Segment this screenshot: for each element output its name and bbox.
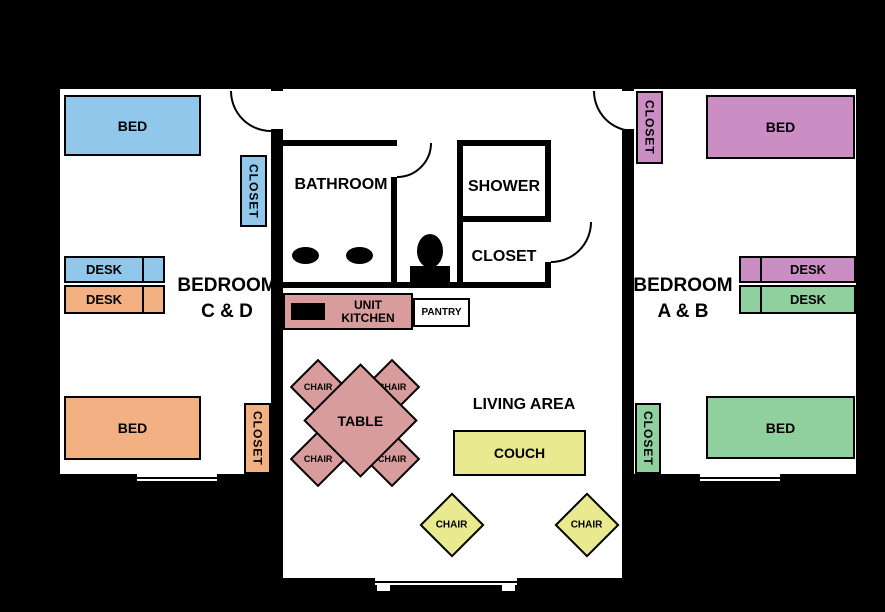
closet-bedroom-cd-bottom: CLOSET: [244, 403, 271, 474]
entry-threshold: [375, 581, 517, 583]
doorway-bedroom-ab: [622, 91, 634, 129]
bed-label: BED: [765, 419, 796, 436]
closet-bedroom-ab-bottom: CLOSET: [635, 403, 661, 474]
hall-closet-label: CLOSET: [471, 248, 537, 265]
bed-bedroom-ab-top: BED: [706, 95, 855, 159]
desk-return: [741, 258, 762, 281]
wall-shower-closet-divider: [457, 216, 551, 222]
closet-bedroom-ab-top: CLOSET: [636, 91, 663, 164]
bed-bedroom-cd-top: BED: [64, 95, 201, 156]
kitchen-label-line2: KITCHEN: [341, 310, 395, 325]
bed-label: BED: [765, 119, 796, 135]
entry-tick-right: [502, 585, 515, 591]
closet-label: CLOSET: [642, 100, 657, 155]
bed-label: BED: [117, 117, 148, 134]
bedroom-ab-label-line1: BEDROOM: [633, 275, 733, 296]
wall-closet-bottom: [457, 282, 551, 288]
wall-bathroom-right: [391, 177, 397, 288]
sink-icon: [292, 247, 319, 264]
pantry: PANTRY: [413, 298, 470, 327]
desk-label: DESK: [789, 292, 827, 307]
desk-return: [142, 287, 163, 312]
couch-label: COUCH: [493, 445, 546, 461]
bathroom-label: BATHROOM: [294, 176, 388, 193]
door-arc-bedroom-cd: [230, 90, 272, 132]
bedroom-cd-label: BEDROOM C & D: [177, 273, 277, 325]
desk-bedroom-cd-bottom: DESK: [64, 285, 165, 314]
stove-icon: [291, 303, 325, 320]
toilet-icon: [410, 234, 450, 282]
sink-icon: [346, 247, 373, 264]
wall-closet-right-lower: [545, 262, 551, 288]
entry-tick-left: [377, 585, 390, 591]
desk-label: DESK: [789, 262, 827, 277]
door-arc-hall-closet: [550, 221, 592, 263]
desk-return: [142, 258, 163, 281]
bedroom-ab-label: BEDROOM A & B: [633, 273, 733, 325]
closet-bedroom-cd-top: CLOSET: [240, 155, 267, 227]
door-arc-bedroom-ab: [593, 90, 635, 132]
kitchen-unit: UNIT KITCHEN: [283, 293, 413, 330]
closet-label: CLOSET: [250, 411, 265, 466]
desk-bedroom-cd-top: DESK: [64, 256, 165, 283]
bedroom-cd-label-line1: BEDROOM: [177, 275, 277, 296]
closet-label: CLOSET: [246, 163, 261, 219]
desk-label: DESK: [85, 292, 123, 307]
bedroom-ab-label-line2: A & B: [657, 301, 709, 322]
wall-bathroom-top: [283, 140, 397, 146]
shower-label: SHOWER: [468, 178, 540, 195]
chair-label: CHAIR: [436, 519, 468, 531]
wall-shower-left: [457, 140, 463, 288]
chair-label: CHAIR: [303, 382, 333, 392]
chair-label: CHAIR: [571, 519, 603, 531]
wall-kitchen-top: [283, 282, 457, 288]
table-label: TABLE: [337, 412, 384, 429]
kitchen-label-line1: UNIT: [354, 297, 382, 312]
wall-shower-top: [457, 140, 551, 146]
closet-label: CLOSET: [641, 411, 655, 466]
window-bedroom-ab-line: [700, 477, 780, 479]
bedroom-cd-label-line2: C & D: [201, 301, 253, 322]
toilet-bowl: [417, 234, 443, 268]
couch: COUCH: [453, 430, 586, 476]
chair-label: CHAIR: [303, 454, 333, 464]
desk-bedroom-ab-bottom: DESK: [739, 285, 856, 314]
bed-bedroom-cd-bottom: BED: [64, 396, 201, 460]
desk-label: DESK: [85, 262, 123, 277]
wall-closet-right-upper: [545, 140, 551, 222]
desk-return: [741, 287, 762, 312]
window-bedroom-cd-line: [137, 477, 217, 479]
living-area-label: LIVING AREA: [472, 396, 576, 413]
door-arc-bathroom: [396, 142, 432, 178]
bed-label: BED: [117, 420, 148, 436]
doorway-bedroom-cd: [271, 91, 283, 129]
bed-bedroom-ab-bottom: BED: [706, 396, 855, 459]
desk-bedroom-ab-top: DESK: [739, 256, 856, 283]
toilet-tank: [410, 266, 450, 282]
pantry-label: PANTRY: [421, 307, 462, 318]
